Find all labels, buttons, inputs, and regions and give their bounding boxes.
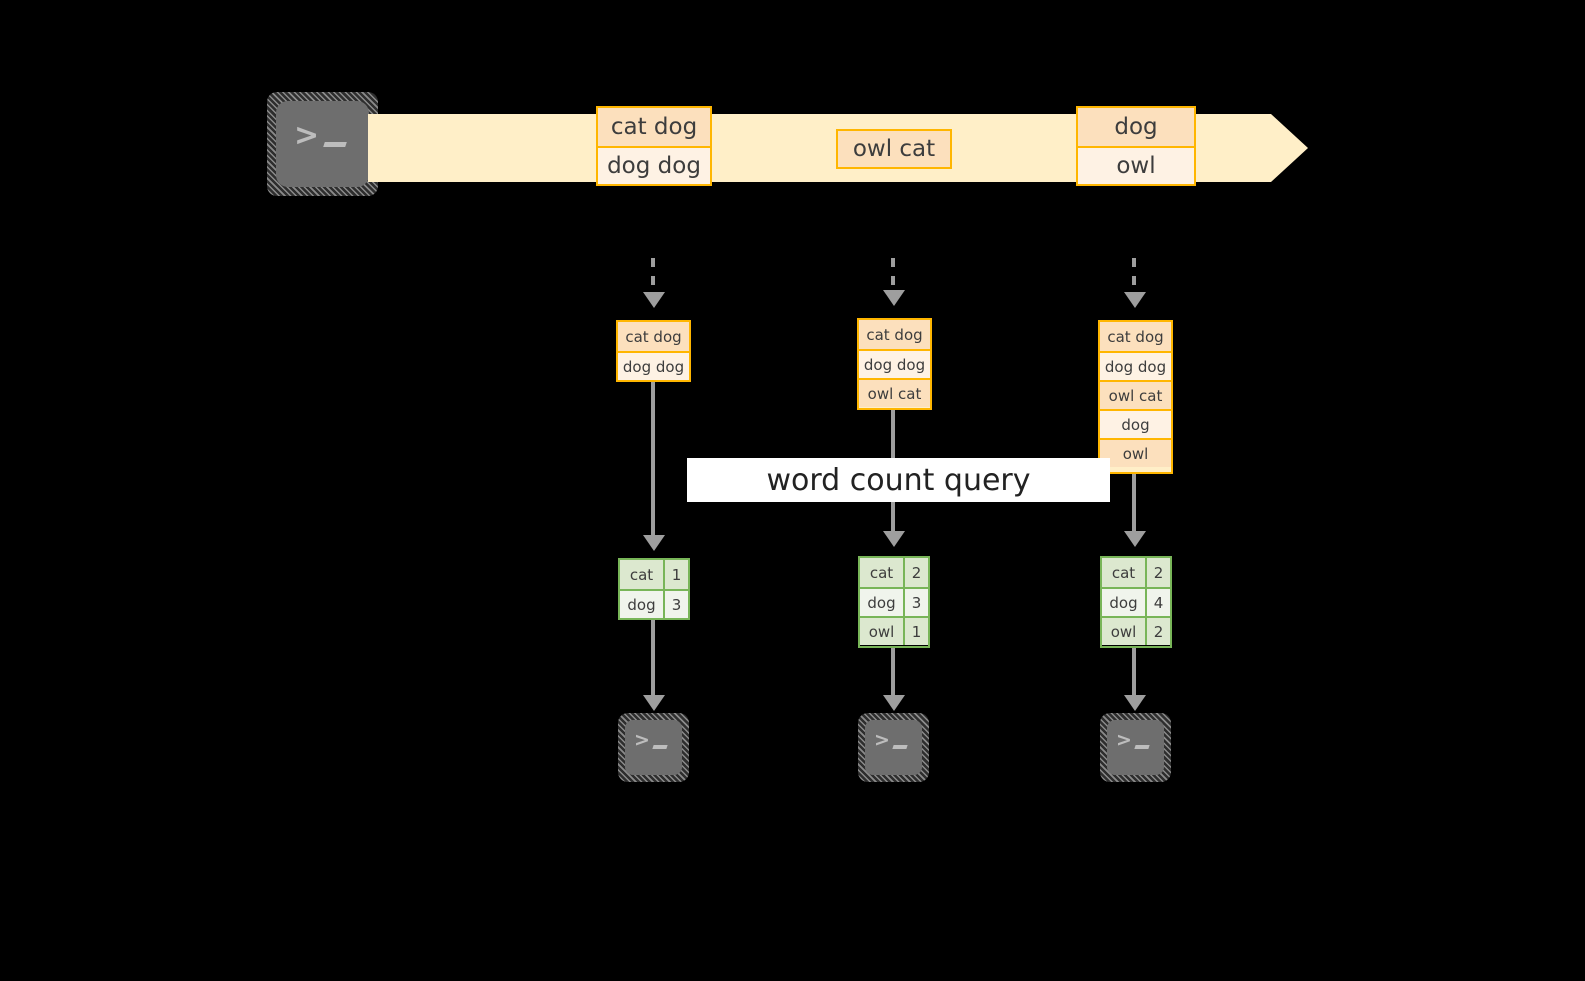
trigger-3-input-row: dog — [1100, 409, 1171, 438]
trigger-3-query-line — [1132, 474, 1136, 533]
stream-batch-3-line: owl — [1078, 146, 1194, 184]
trigger-2-sink-terminal-icon: > — [858, 713, 929, 782]
stream-batch-2-line: owl cat — [838, 131, 950, 167]
trigger-2-result-word: cat — [860, 558, 905, 587]
terminal-cursor-glyph — [892, 745, 908, 749]
stream-batch-1-line: cat dog — [598, 108, 710, 146]
terminal-prompt-glyph: > — [874, 729, 890, 751]
trigger-3-input-table: cat dog dog dog owl cat dog owl — [1098, 320, 1173, 474]
trigger-2-input-row: cat dog — [859, 320, 930, 349]
table-row: cat 2 — [860, 558, 928, 587]
table-row: dog 3 — [620, 589, 688, 618]
stream-batch-3-line: dog — [1078, 108, 1194, 146]
trigger-3-result-count: 2 — [1147, 558, 1170, 587]
trigger-1-stream-tap-line — [651, 258, 655, 294]
table-row: dog 4 — [1102, 587, 1170, 616]
stream-batch-1-line: dog dog — [598, 146, 710, 184]
trigger-3-result-word: cat — [1102, 558, 1147, 587]
terminal-cursor-glyph — [323, 142, 347, 147]
terminal-prompt-glyph: > — [294, 118, 320, 153]
trigger-1-query-arrowhead — [643, 535, 665, 551]
trigger-1-query-line — [651, 382, 655, 537]
trigger-3-result-table: cat 2 dog 4 owl 2 — [1100, 556, 1172, 648]
trigger-3-input-row: owl cat — [1100, 380, 1171, 409]
trigger-2-stream-tap-line — [891, 258, 895, 292]
trigger-2-stream-tap-arrowhead — [883, 290, 905, 306]
trigger-3-stream-tap-line — [1132, 258, 1136, 294]
table-row: owl 1 — [860, 616, 928, 645]
trigger-1-sink-line — [651, 620, 655, 697]
trigger-2-sink-line — [891, 648, 895, 697]
trigger-1-input-table: cat dog dog dog — [616, 320, 691, 382]
trigger-2-result-count: 1 — [905, 618, 928, 645]
trigger-3-stream-tap-arrowhead — [1124, 292, 1146, 308]
terminal-prompt-glyph: > — [634, 729, 650, 751]
stream-batch-2: owl cat — [836, 129, 952, 169]
stream-batch-3: dog owl — [1076, 106, 1196, 186]
trigger-1-stream-tap-arrowhead — [643, 292, 665, 308]
trigger-3-result-word: dog — [1102, 589, 1147, 616]
trigger-2-input-row: dog dog — [859, 349, 930, 378]
trigger-3-result-count: 4 — [1147, 589, 1170, 616]
trigger-2-result-word: owl — [860, 618, 905, 645]
trigger-1-result-count: 3 — [665, 591, 688, 618]
trigger-2-query-arrowhead — [883, 531, 905, 547]
trigger-3-input-row: owl — [1100, 438, 1171, 467]
trigger-2-result-word: dog — [860, 589, 905, 616]
trigger-2-sink-arrowhead — [883, 695, 905, 711]
trigger-2-result-table: cat 2 dog 3 owl 1 — [858, 556, 930, 648]
terminal-prompt-glyph: > — [1116, 729, 1132, 751]
trigger-1-result-word: cat — [620, 560, 665, 589]
trigger-3-result-count: 2 — [1147, 618, 1170, 645]
trigger-3-sink-terminal-icon: > — [1100, 713, 1171, 782]
trigger-2-input-table: cat dog dog dog owl cat — [857, 318, 932, 410]
event-stream-arrowhead — [1271, 114, 1308, 182]
trigger-3-sink-arrowhead — [1124, 695, 1146, 711]
terminal-cursor-glyph — [652, 745, 668, 749]
trigger-3-input-row: dog dog — [1100, 351, 1171, 380]
trigger-1-input-row: dog dog — [618, 351, 689, 380]
trigger-3-result-word: owl — [1102, 618, 1147, 645]
terminal-body — [276, 101, 369, 187]
trigger-3-sink-line — [1132, 648, 1136, 697]
trigger-1-result-table: cat 1 dog 3 — [618, 558, 690, 620]
terminal-cursor-glyph — [1134, 745, 1150, 749]
trigger-1-result-count: 1 — [665, 560, 688, 589]
trigger-1-sink-arrowhead — [643, 695, 665, 711]
trigger-3-query-arrowhead — [1124, 531, 1146, 547]
trigger-1-sink-terminal-icon: > — [618, 713, 689, 782]
table-row: cat 2 — [1102, 558, 1170, 587]
trigger-2-input-row: owl cat — [859, 378, 930, 407]
table-row: owl 2 — [1102, 616, 1170, 645]
trigger-1-input-row: cat dog — [618, 322, 689, 351]
trigger-1-result-word: dog — [620, 591, 665, 618]
stream-batch-1: cat dog dog dog — [596, 106, 712, 186]
trigger-2-result-count: 2 — [905, 558, 928, 587]
trigger-2-result-count: 3 — [905, 589, 928, 616]
trigger-3-input-row: cat dog — [1100, 322, 1171, 351]
source-terminal-icon: > — [267, 92, 378, 196]
table-row: dog 3 — [860, 587, 928, 616]
table-row: cat 1 — [620, 560, 688, 589]
query-label: word count query — [687, 458, 1110, 502]
